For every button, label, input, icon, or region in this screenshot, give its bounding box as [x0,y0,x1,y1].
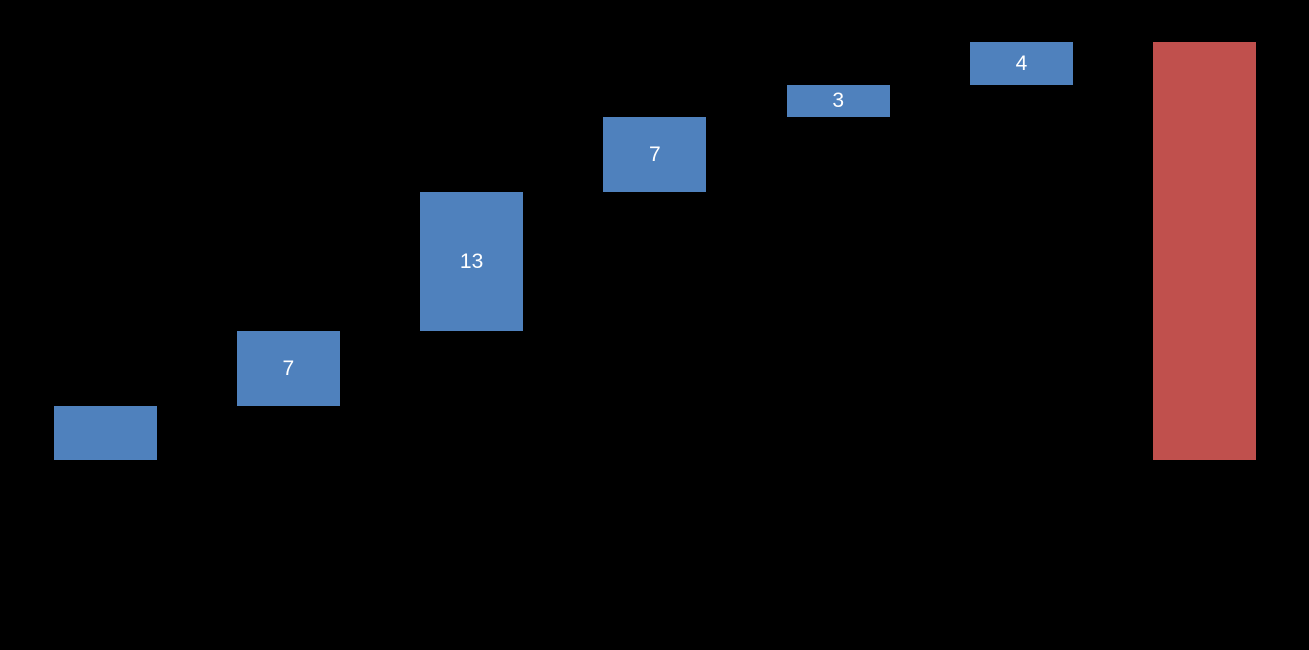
bar-value-label: 3 [832,89,845,113]
bar-value-label: 4 [1015,51,1028,75]
waterfall-segment-bar-6: 4 [970,42,1073,85]
waterfall-segment-bar-5: 3 [786,84,890,117]
waterfall-segment-bar-3: 13 [420,192,524,332]
total-bar [1153,42,1257,460]
bar-value-label: 13 [459,250,484,274]
waterfall-segment-bar-4: 7 [603,117,707,193]
bar-value-label: 7 [282,357,295,381]
waterfall-segment-bar-1 [53,406,157,460]
bar-value-label: 7 [649,143,661,167]
waterfall-segment-bar-2: 7 [236,331,340,407]
